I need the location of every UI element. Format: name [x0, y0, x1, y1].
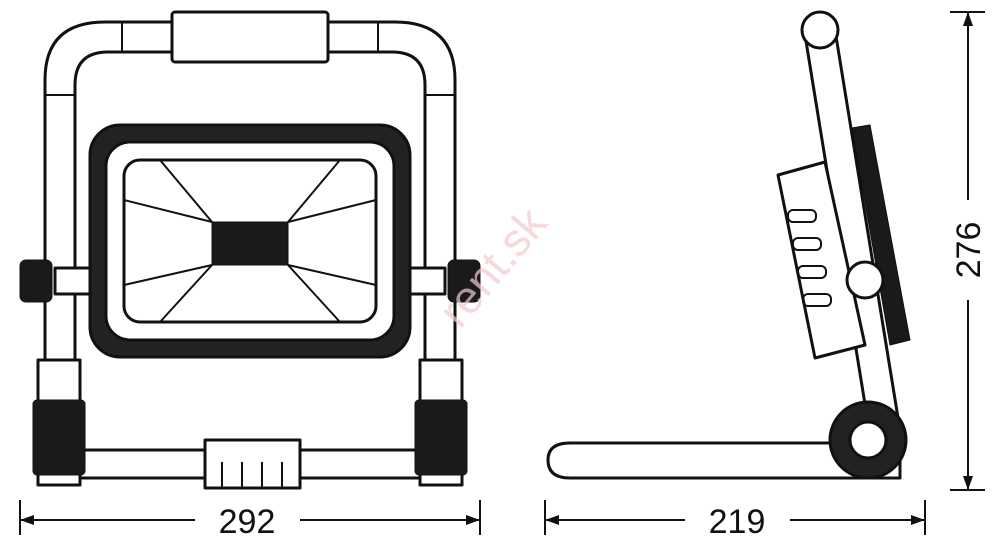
height-label: 276: [950, 222, 988, 279]
dimension-height: 276: [950, 11, 988, 491]
handle-grip: [170, 10, 330, 64]
depth-label: 219: [709, 503, 766, 541]
led-array: [211, 221, 289, 266]
left-foot-clamp: [32, 399, 86, 476]
side-base: [546, 441, 902, 480]
dimension-depth: 219: [544, 500, 926, 541]
dimension-width: 292: [19, 500, 481, 541]
front-view: [19, 10, 481, 490]
width-label: 292: [219, 503, 276, 541]
left-knob: [19, 259, 92, 303]
side-fins: [787, 209, 832, 307]
right-foot-clamp: [414, 399, 468, 476]
front-frame: [43, 20, 457, 462]
bottom-clip: [203, 438, 302, 490]
lens-facets: [123, 159, 377, 323]
arm-top-pivot: [800, 10, 840, 50]
right-knob: [408, 259, 481, 303]
side-knob: [845, 260, 885, 300]
side-view: [546, 10, 911, 480]
